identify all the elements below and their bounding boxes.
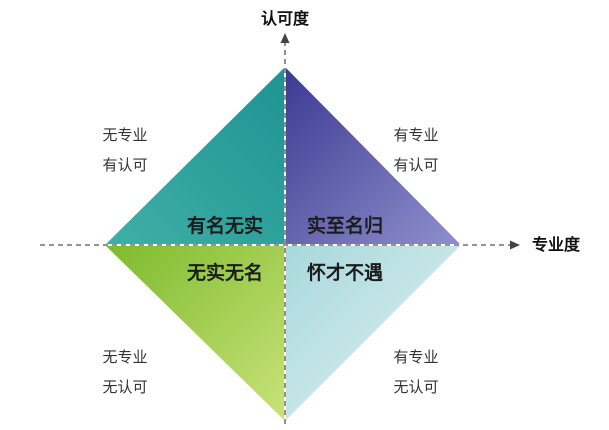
quadrant-top-left-name: 有名无实 [187,214,263,237]
top-right-desc-line1: 有专业 [393,126,438,144]
quadrant-top-right-shape [286,68,460,244]
top-left-desc-line2: 有认可 [102,156,147,174]
quadrant-bottom-left-shape [106,246,284,420]
vertical-axis-arrow-icon [280,33,290,43]
bottom-right-desc-line2: 无认可 [393,378,438,396]
bottom-left-desc-line1: 无专业 [102,348,147,366]
top-right-desc-line2: 有认可 [393,156,438,174]
quadrant-bottom-right-name: 怀才不遇 [307,261,383,284]
horizontal-axis-label: 专业度 [532,235,581,254]
bottom-right-desc-line1: 有专业 [393,348,438,366]
quadrant-top-left-shape [106,68,284,244]
bottom-left-desc-line2: 无认可 [102,378,147,396]
top-left-desc-line1: 无专业 [102,126,147,144]
quadrant-bottom-right-shape [286,246,460,420]
quadrant-bottom-left-name: 无实无名 [187,261,263,284]
vertical-axis-label: 认可度 [261,9,310,28]
quadrant-top-right-name: 实至名归 [307,214,383,237]
horizontal-axis-arrow-icon [510,240,520,250]
